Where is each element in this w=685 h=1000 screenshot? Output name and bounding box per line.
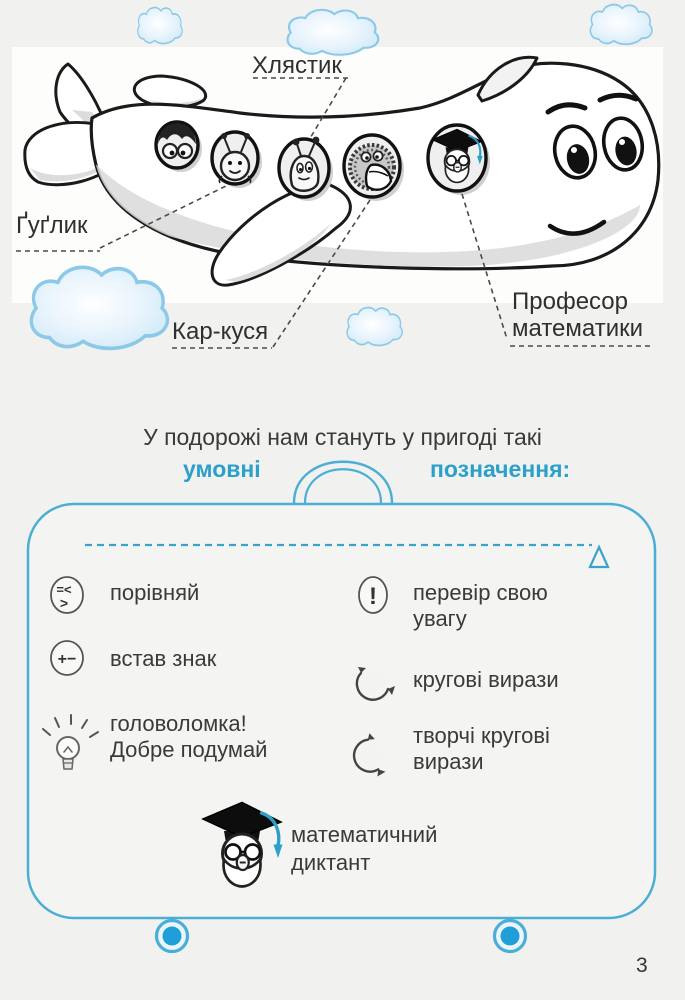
window-bird — [342, 133, 404, 201]
exclamation-icon: ! — [358, 576, 388, 614]
svg-text:>: > — [60, 595, 68, 611]
lightbulb-icon — [42, 714, 99, 770]
suitcase-body — [26, 502, 657, 920]
eyebrow — [545, 102, 588, 115]
svg-text:=<: =< — [56, 582, 72, 597]
plus-minus-icon: +− — [50, 640, 84, 676]
suitcase-handle — [292, 460, 394, 504]
legend-item-creative-circular: творчі кругові вирази — [413, 723, 550, 774]
intro-highlight-left: умовні — [183, 456, 261, 482]
legend-item-dictation: математичний диктант — [291, 822, 438, 875]
window-boy — [154, 120, 202, 172]
legend-item-check-attention: перевір свою увагу — [413, 580, 548, 631]
svg-text:+−: +− — [58, 651, 77, 668]
window-snail — [277, 136, 333, 201]
plane-label-right: Професор математики — [512, 288, 644, 342]
intro-highlight-right: позначення: — [430, 456, 571, 482]
legend-item-compare: порівняй — [110, 580, 200, 605]
intro-text: У подорожі нам стануть у пригоді такі — [143, 424, 542, 450]
zipper — [85, 543, 610, 569]
plane-label-left: Ґуґлик — [16, 212, 88, 239]
legend-item-circular: кругові вирази — [413, 667, 559, 692]
windows — [154, 120, 490, 201]
legend-icons: =< > +− — [42, 576, 399, 889]
smile — [547, 219, 607, 236]
svg-text:!: ! — [369, 583, 377, 610]
window-professor — [426, 123, 490, 195]
cloud-icon — [589, 3, 653, 46]
suitcase: =< > +− — [26, 460, 657, 954]
compare-icon: =< > — [50, 576, 84, 614]
airplane-illustration — [23, 55, 661, 287]
plane-label-bottom: Кар-куся — [172, 318, 269, 345]
window-bug — [210, 130, 262, 188]
cloud-icon — [346, 306, 404, 347]
page-number: 3 — [636, 954, 648, 977]
suitcase-wheels — [154, 918, 528, 954]
label-leader-lines — [16, 77, 654, 349]
legend-item-insert-sign: встав знак — [110, 646, 217, 671]
zipper-pull-icon — [588, 544, 610, 569]
legend-item-puzzle: головоломка! Добре подумай — [110, 711, 268, 762]
plane-face — [545, 92, 645, 236]
eyebrow — [597, 92, 639, 103]
nose-fin — [476, 55, 539, 103]
plane-label-top: Хлястик — [252, 52, 342, 79]
cloud-icon — [286, 8, 380, 56]
main-wing — [210, 183, 352, 287]
cloud-icon — [136, 6, 184, 45]
